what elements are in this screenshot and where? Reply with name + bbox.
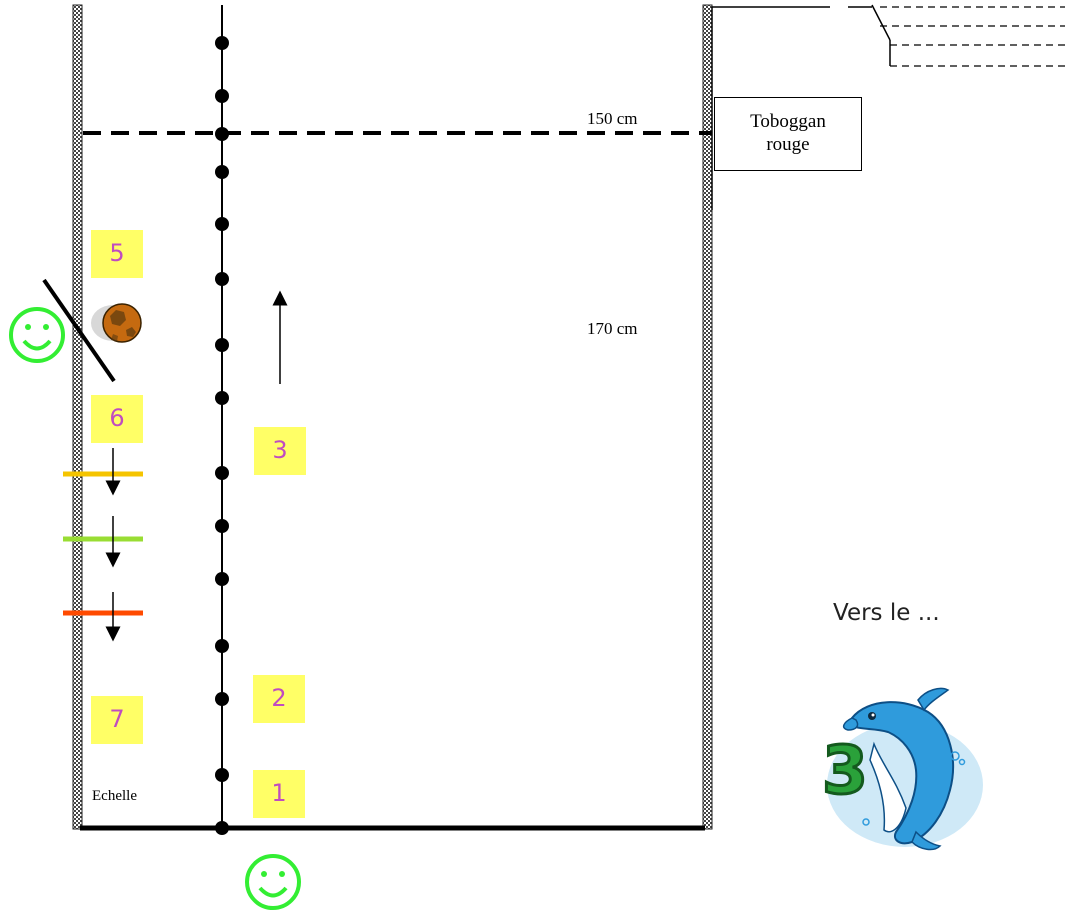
smiley-icon [9, 307, 65, 363]
left-wall [72, 4, 83, 830]
station-5: 5 [91, 230, 143, 278]
slide-outline [711, 4, 891, 210]
next-level-text: Vers le ... [833, 600, 940, 626]
depth-label-170: 170 cm [587, 319, 638, 338]
ladder-label: Echelle [92, 788, 137, 804]
dolphin-icon [827, 687, 983, 851]
diagonal-pole [42, 278, 116, 383]
lane-rope [215, 5, 229, 835]
slide-label-line1: Toboggan [750, 111, 826, 133]
right-wall [702, 4, 713, 830]
slide-label-box: Toboggan rouge [714, 97, 862, 171]
station-1: 1 [253, 770, 305, 818]
depth-label-150: 150 cm [587, 109, 638, 128]
station-7: 7 [91, 696, 143, 744]
slide-dashed-lines [880, 6, 1065, 67]
slide-label-line2: rouge [766, 134, 810, 155]
station-3: 3 [254, 427, 306, 475]
station-6: 6 [91, 395, 143, 443]
station-2: 2 [253, 675, 305, 723]
smiley-icon [245, 854, 301, 910]
ball-icon [91, 303, 142, 343]
badge-number: 3 [821, 732, 870, 809]
